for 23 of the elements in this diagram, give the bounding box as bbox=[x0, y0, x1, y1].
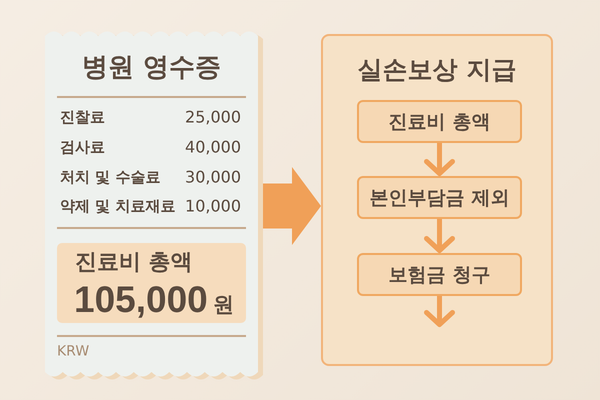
arrow bbox=[424, 219, 455, 253]
fee-item: 진찰료 bbox=[60, 108, 105, 126]
step-box: 진료비 총액 bbox=[357, 100, 522, 143]
total-box bbox=[57, 243, 246, 323]
currency-unit: 원 bbox=[213, 292, 234, 318]
fee-item: 처치 및 수술료 bbox=[60, 168, 160, 186]
arrow bbox=[424, 143, 455, 176]
fee-item: 검사료 bbox=[60, 138, 105, 156]
panel-title: 실손보상 지급 bbox=[358, 55, 516, 85]
step-box: 보험금 청구 bbox=[357, 253, 522, 296]
fee-item: 약제 및 치료재료 bbox=[60, 197, 176, 215]
fee-amount: 25,000 bbox=[185, 107, 241, 127]
arrow bbox=[424, 296, 455, 327]
step-box: 본인부담금 제외 bbox=[357, 176, 522, 219]
panel bbox=[321, 34, 553, 366]
fee-amount: 10,000 bbox=[185, 196, 241, 216]
fee-amount: 30,000 bbox=[185, 167, 241, 187]
total-label: 진료비 총액 bbox=[75, 250, 193, 276]
total-amount: 105,000 bbox=[74, 278, 208, 322]
fee-amount: 40,000 bbox=[185, 137, 241, 157]
receipt-title: 병원 영수증 bbox=[82, 52, 222, 84]
currency-note: KRW bbox=[57, 344, 90, 360]
block-arrow bbox=[263, 167, 321, 245]
